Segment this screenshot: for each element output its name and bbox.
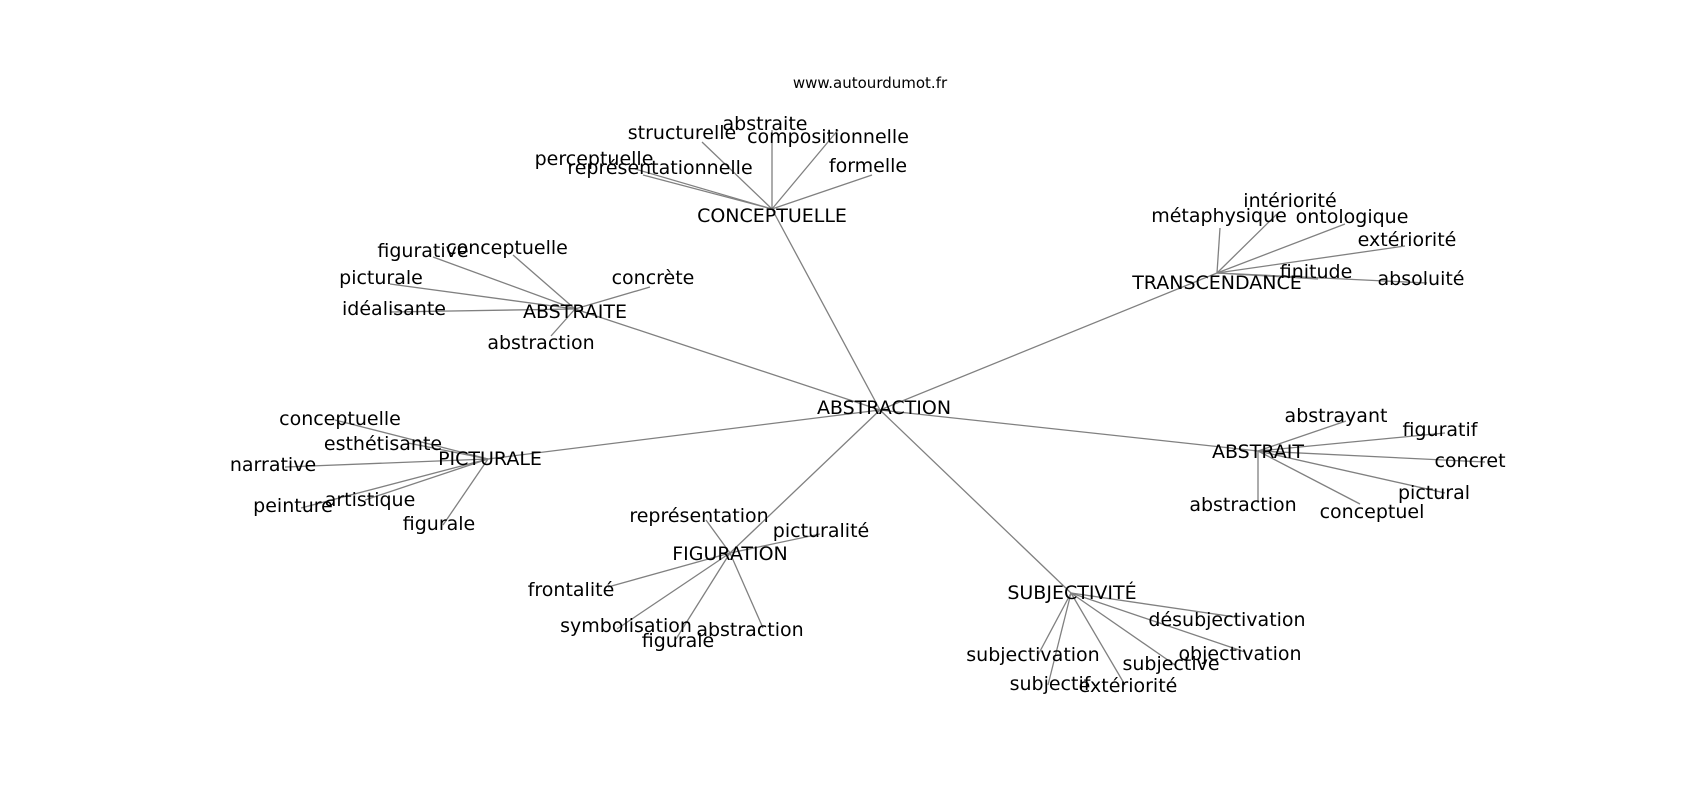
edge-transcendance-ontologique <box>1216 223 1346 274</box>
leaf-node-abstrayant[interactable]: abstrayant <box>1285 405 1388 427</box>
edge-abstraite-picturale <box>389 283 576 310</box>
leaf-node-exteriorite[interactable]: extériorité <box>1079 675 1178 697</box>
edge-picturale-narrative <box>284 458 489 468</box>
leaf-node-metaphysique[interactable]: métaphysique <box>1151 205 1287 227</box>
leaf-node-absoluite[interactable]: absoluité <box>1378 268 1465 290</box>
edge-abstraite-conceptuelle <box>512 254 576 310</box>
leaf-node-figurative[interactable]: figurative <box>377 240 468 262</box>
edge-picturale-conceptuelle <box>334 419 489 460</box>
edge-transcendance-exteriorite <box>1216 245 1406 274</box>
edge-root-abstraite <box>574 308 881 411</box>
leaf-node-compositionnelle[interactable]: compositionnelle <box>747 126 909 148</box>
edge-subjectivite-objectivation <box>1070 592 1246 653</box>
edge-conceptuelle-structurelle <box>701 141 773 210</box>
edge-subjectivite-exteriorite <box>1070 592 1126 686</box>
edge-figuration-frontalite <box>607 552 731 588</box>
edge-figuration-representation <box>705 519 731 554</box>
leaf-node-concret[interactable]: concret <box>1434 450 1505 472</box>
edge-abstrait-conceptuel <box>1257 450 1361 505</box>
labels-layer: www.autourdumot.fr structurelleabstraite… <box>230 74 1506 697</box>
leaf-node-representationnelle[interactable]: représentationnelle <box>567 157 752 179</box>
edge-figuration-abstraction <box>729 552 764 629</box>
leaf-node-interiorite[interactable]: intériorité <box>1243 190 1336 212</box>
edge-root-abstrait <box>879 409 1259 452</box>
hub-node-transcendance[interactable]: TRANSCENDANCE <box>1131 272 1302 294</box>
leaf-node-peinture[interactable]: peinture <box>253 495 333 517</box>
edge-subjectivite-subjectivation <box>1037 592 1072 656</box>
leaf-node-figurale[interactable]: figurale <box>403 513 476 535</box>
edge-root-picturale <box>487 409 881 460</box>
leaf-node-abstraite[interactable]: abstraite <box>723 113 808 135</box>
edge-abstraite-concrete <box>574 286 651 310</box>
edge-root-conceptuelle <box>771 208 881 411</box>
leaf-node-abstraction[interactable]: abstraction <box>696 619 803 641</box>
leaf-node-pictural[interactable]: pictural <box>1398 482 1470 504</box>
leaf-node-desubjectivation[interactable]: désubjectivation <box>1148 609 1305 631</box>
leaf-node-artistique[interactable]: artistique <box>325 489 416 511</box>
edge-picturale-artistique <box>364 458 489 501</box>
edge-conceptuelle-compositionnelle <box>771 129 839 210</box>
leaf-node-narrative[interactable]: narrative <box>230 454 316 476</box>
hub-node-subjectivite[interactable]: SUBJECTIVITÉ <box>1007 581 1136 604</box>
leaf-node-abstraction[interactable]: abstraction <box>1189 494 1296 516</box>
edge-transcendance-interiorite <box>1216 213 1278 274</box>
leaf-node-ontologique[interactable]: ontologique <box>1296 206 1409 228</box>
edge-figuration-symbolisation <box>616 552 731 630</box>
edge-transcendance-absoluite <box>1216 272 1428 284</box>
leaf-node-finitude[interactable]: finitude <box>1280 261 1353 283</box>
leaf-node-subjectif[interactable]: subjectif <box>1010 673 1092 695</box>
leaf-node-esthetisante[interactable]: esthétisante <box>324 433 442 455</box>
leaf-node-symbolisation[interactable]: symbolisation <box>560 615 692 637</box>
source-site-label[interactable]: www.autourdumot.fr <box>793 74 948 92</box>
hub-node-conceptuelle[interactable]: CONCEPTUELLE <box>697 205 847 227</box>
leaf-node-figurale[interactable]: figurale <box>642 630 715 652</box>
hub-node-abstrait[interactable]: ABSTRAIT <box>1212 441 1304 463</box>
edge-figuration-picturalite <box>729 533 821 554</box>
edge-abstrait-abstrayant <box>1257 420 1347 452</box>
edge-abstrait-figuratif <box>1257 432 1446 452</box>
edge-abstraite-abstraction <box>550 308 576 337</box>
edge-picturale-esthetisante <box>407 442 489 460</box>
leaf-node-formelle[interactable]: formelle <box>829 155 907 177</box>
leaf-node-representation[interactable]: représentation <box>629 505 768 527</box>
leaf-node-objectivation[interactable]: objectivation <box>1178 643 1301 665</box>
edge-subjectivite-subjective <box>1070 592 1176 666</box>
edge-abstrait-concret <box>1257 450 1486 463</box>
leaf-node-frontalite[interactable]: frontalité <box>528 579 615 601</box>
edge-abstraite-figurative <box>432 256 576 310</box>
edge-abstraite-idealisante <box>389 308 576 313</box>
edge-conceptuelle-representationnelle <box>642 174 773 210</box>
leaf-node-perceptuelle[interactable]: perceptuelle <box>535 148 654 170</box>
edge-subjectivite-subjectif <box>1047 592 1072 686</box>
edge-root-transcendance <box>879 272 1218 411</box>
edge-transcendance-metaphysique <box>1216 227 1221 274</box>
hub-node-figuration[interactable]: FIGURATION <box>672 543 788 565</box>
leaf-node-subjectivation[interactable]: subjectivation <box>966 644 1099 666</box>
edge-abstrait-pictural <box>1257 450 1446 494</box>
leaf-node-concrete[interactable]: concrète <box>612 267 695 289</box>
leaf-node-exteriorite[interactable]: extériorité <box>1358 229 1457 251</box>
leaf-node-picturale[interactable]: picturale <box>339 267 423 289</box>
edge-conceptuelle-formelle <box>771 174 873 210</box>
edge-picturale-figurale <box>442 458 489 526</box>
edge-subjectivite-desubjectivation <box>1070 592 1236 618</box>
hub-node-abstraite[interactable]: ABSTRAITE <box>523 301 627 323</box>
leaf-node-abstraction[interactable]: abstraction <box>487 332 594 354</box>
leaf-node-picturalite[interactable]: picturalité <box>773 520 869 542</box>
edges-layer <box>284 129 1486 686</box>
hub-node-picturale[interactable]: PICTURALE <box>438 448 542 470</box>
edge-figuration-figurale <box>675 552 731 640</box>
root-node-abstraction[interactable]: ABSTRACTION <box>817 397 951 419</box>
leaf-node-conceptuel[interactable]: conceptuel <box>1320 501 1425 523</box>
leaf-node-idealisante[interactable]: idéalisante <box>342 298 446 320</box>
leaf-node-conceptuelle[interactable]: conceptuelle <box>279 408 401 430</box>
leaf-node-subjective[interactable]: subjective <box>1122 653 1219 675</box>
edge-picturale-peinture <box>300 458 489 509</box>
edge-root-subjectivite <box>879 409 1072 594</box>
leaf-node-figuratif[interactable]: figuratif <box>1403 419 1479 441</box>
leaf-node-conceptuelle[interactable]: conceptuelle <box>446 237 568 259</box>
edge-root-figuration <box>729 409 881 554</box>
leaf-node-structurelle[interactable]: structurelle <box>628 122 736 144</box>
